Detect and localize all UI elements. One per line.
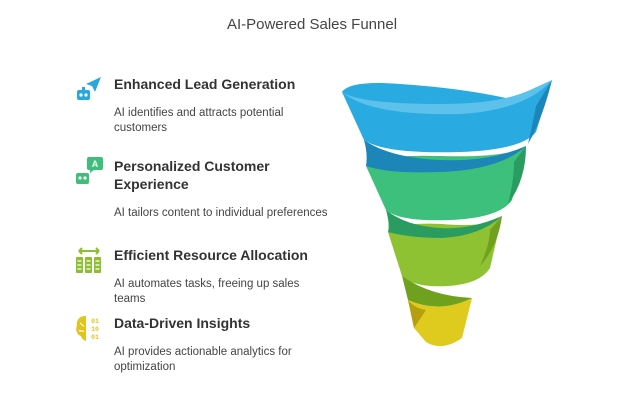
svg-text:01: 01 xyxy=(91,318,99,325)
funnel-stage-personalized-experience: A Personalized Customer Experience AI ta… xyxy=(74,156,334,226)
funnel-graphic xyxy=(342,80,552,347)
stage-description: AI automates tasks, freeing up sales tea… xyxy=(114,278,300,305)
funnel-stage-1 xyxy=(342,80,552,173)
stage-heading: Enhanced Lead Generation xyxy=(114,76,296,92)
stage-heading: Efficient Resource Allocation xyxy=(114,247,308,263)
stage-description: AI tailors content to individual prefere… xyxy=(114,207,328,219)
robot-chat-icon: A xyxy=(74,156,104,186)
funnel-stage-4 xyxy=(408,298,472,347)
robot-send-icon xyxy=(74,74,104,104)
stage-description: AI identifies and attracts potential cus… xyxy=(114,107,284,134)
brain-binary-icon: 01 10 01 xyxy=(74,313,104,343)
funnel-stage-lead-generation: Enhanced Lead Generation AI identifies a… xyxy=(74,74,334,134)
funnel-stage-resource-allocation: Efficient Resource Allocation AI automat… xyxy=(74,245,334,305)
funnel-stage-data-insights: 01 10 01 Data-Driven Insights AI provide… xyxy=(74,313,334,375)
stage-heading: Personalized Customer Experience xyxy=(114,158,270,192)
svg-text:01: 01 xyxy=(91,334,99,341)
stage-description: AI provides actionable analytics for opt… xyxy=(114,346,292,373)
server-arrows-icon xyxy=(74,245,104,275)
page-title: AI-Powered Sales Funnel xyxy=(226,16,398,33)
stage-heading: Data-Driven Insights xyxy=(114,315,251,331)
svg-text:10: 10 xyxy=(91,326,99,333)
svg-text:A: A xyxy=(92,159,99,169)
